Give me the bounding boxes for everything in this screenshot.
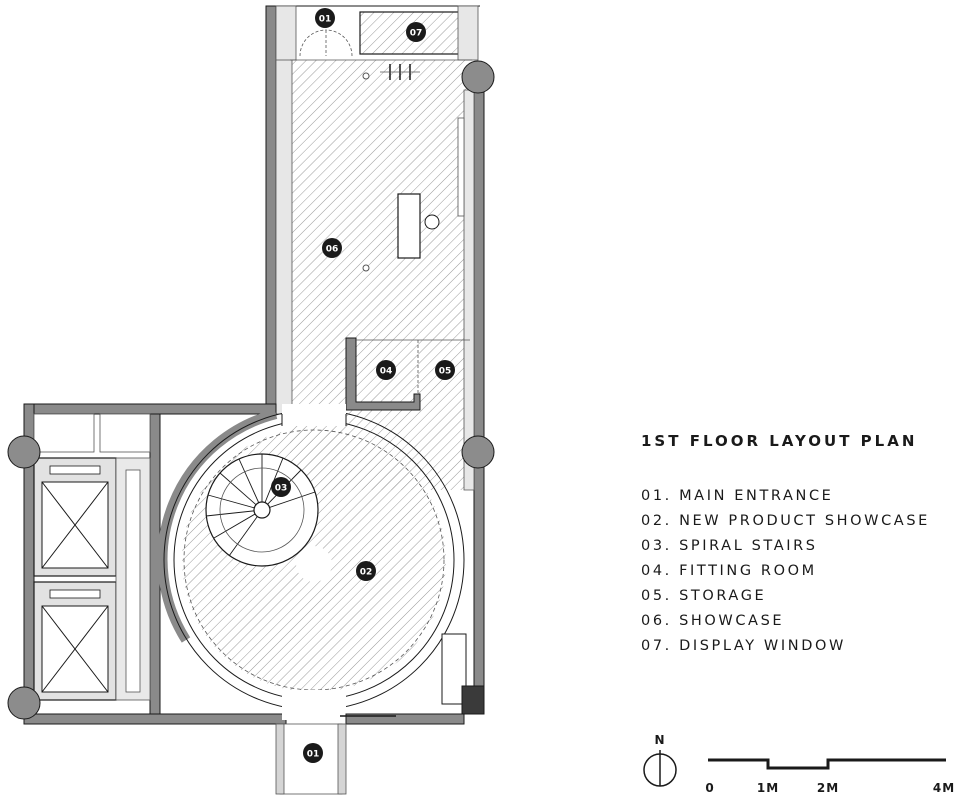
showcase-wing: [265, 5, 485, 687]
column: [461, 435, 495, 469]
scale-bar: 0 1M 2M 4M: [705, 758, 955, 795]
badge-new-product-showcase: 02: [356, 561, 376, 581]
legend-list: 01. MAIN ENTRANCE 02. NEW PRODUCT SHOWCA…: [641, 484, 930, 659]
svg-text:02: 02: [360, 568, 373, 578]
badge-display-window: 07: [406, 22, 426, 42]
badge-fitting-room: 04: [376, 360, 396, 380]
column: [7, 435, 41, 469]
column: [461, 60, 495, 94]
badge-showcase: 06: [322, 238, 342, 258]
north-arrow-icon: N: [643, 733, 677, 787]
legend: 1ST FLOOR LAYOUT PLAN 01. MAIN ENTRANCE …: [641, 432, 930, 659]
svg-text:07: 07: [410, 29, 423, 39]
badge-entrance-bottom: 01: [303, 743, 323, 763]
columns: [7, 60, 495, 720]
legend-item-spiral-stairs: 03. SPIRAL STAIRS: [641, 538, 818, 554]
legend-item-fitting-room: 04. FITTING ROOM: [641, 563, 817, 579]
legend-title: 1ST FLOOR LAYOUT PLAN: [641, 432, 918, 450]
svg-text:05: 05: [439, 367, 452, 377]
scale-label: 2M: [817, 781, 839, 795]
legend-item-new-product-showcase: 02. NEW PRODUCT SHOWCASE: [641, 513, 930, 529]
svg-text:06: 06: [326, 245, 339, 255]
badge-entrance-top: 01: [315, 8, 335, 28]
scale-label: 1M: [757, 781, 779, 795]
scale-label: 0: [705, 781, 714, 795]
svg-text:01: 01: [319, 15, 332, 25]
svg-text:01: 01: [307, 750, 320, 760]
svg-text:03: 03: [275, 484, 288, 494]
legend-item-showcase: 06. SHOWCASE: [641, 613, 785, 629]
column: [7, 686, 41, 720]
badge-storage: 05: [435, 360, 455, 380]
circular-hall: [157, 404, 465, 720]
service-wing: [23, 403, 287, 725]
legend-item-display-window: 07. DISPLAY WINDOW: [641, 638, 846, 654]
scale-label: 4M: [933, 781, 955, 795]
legend-item-storage: 05. STORAGE: [641, 588, 767, 604]
badge-spiral-stairs: 03: [271, 477, 291, 497]
svg-text:04: 04: [380, 367, 393, 377]
svg-text:N: N: [654, 733, 665, 747]
legend-item-main-entrance: 01. MAIN ENTRANCE: [641, 488, 834, 504]
